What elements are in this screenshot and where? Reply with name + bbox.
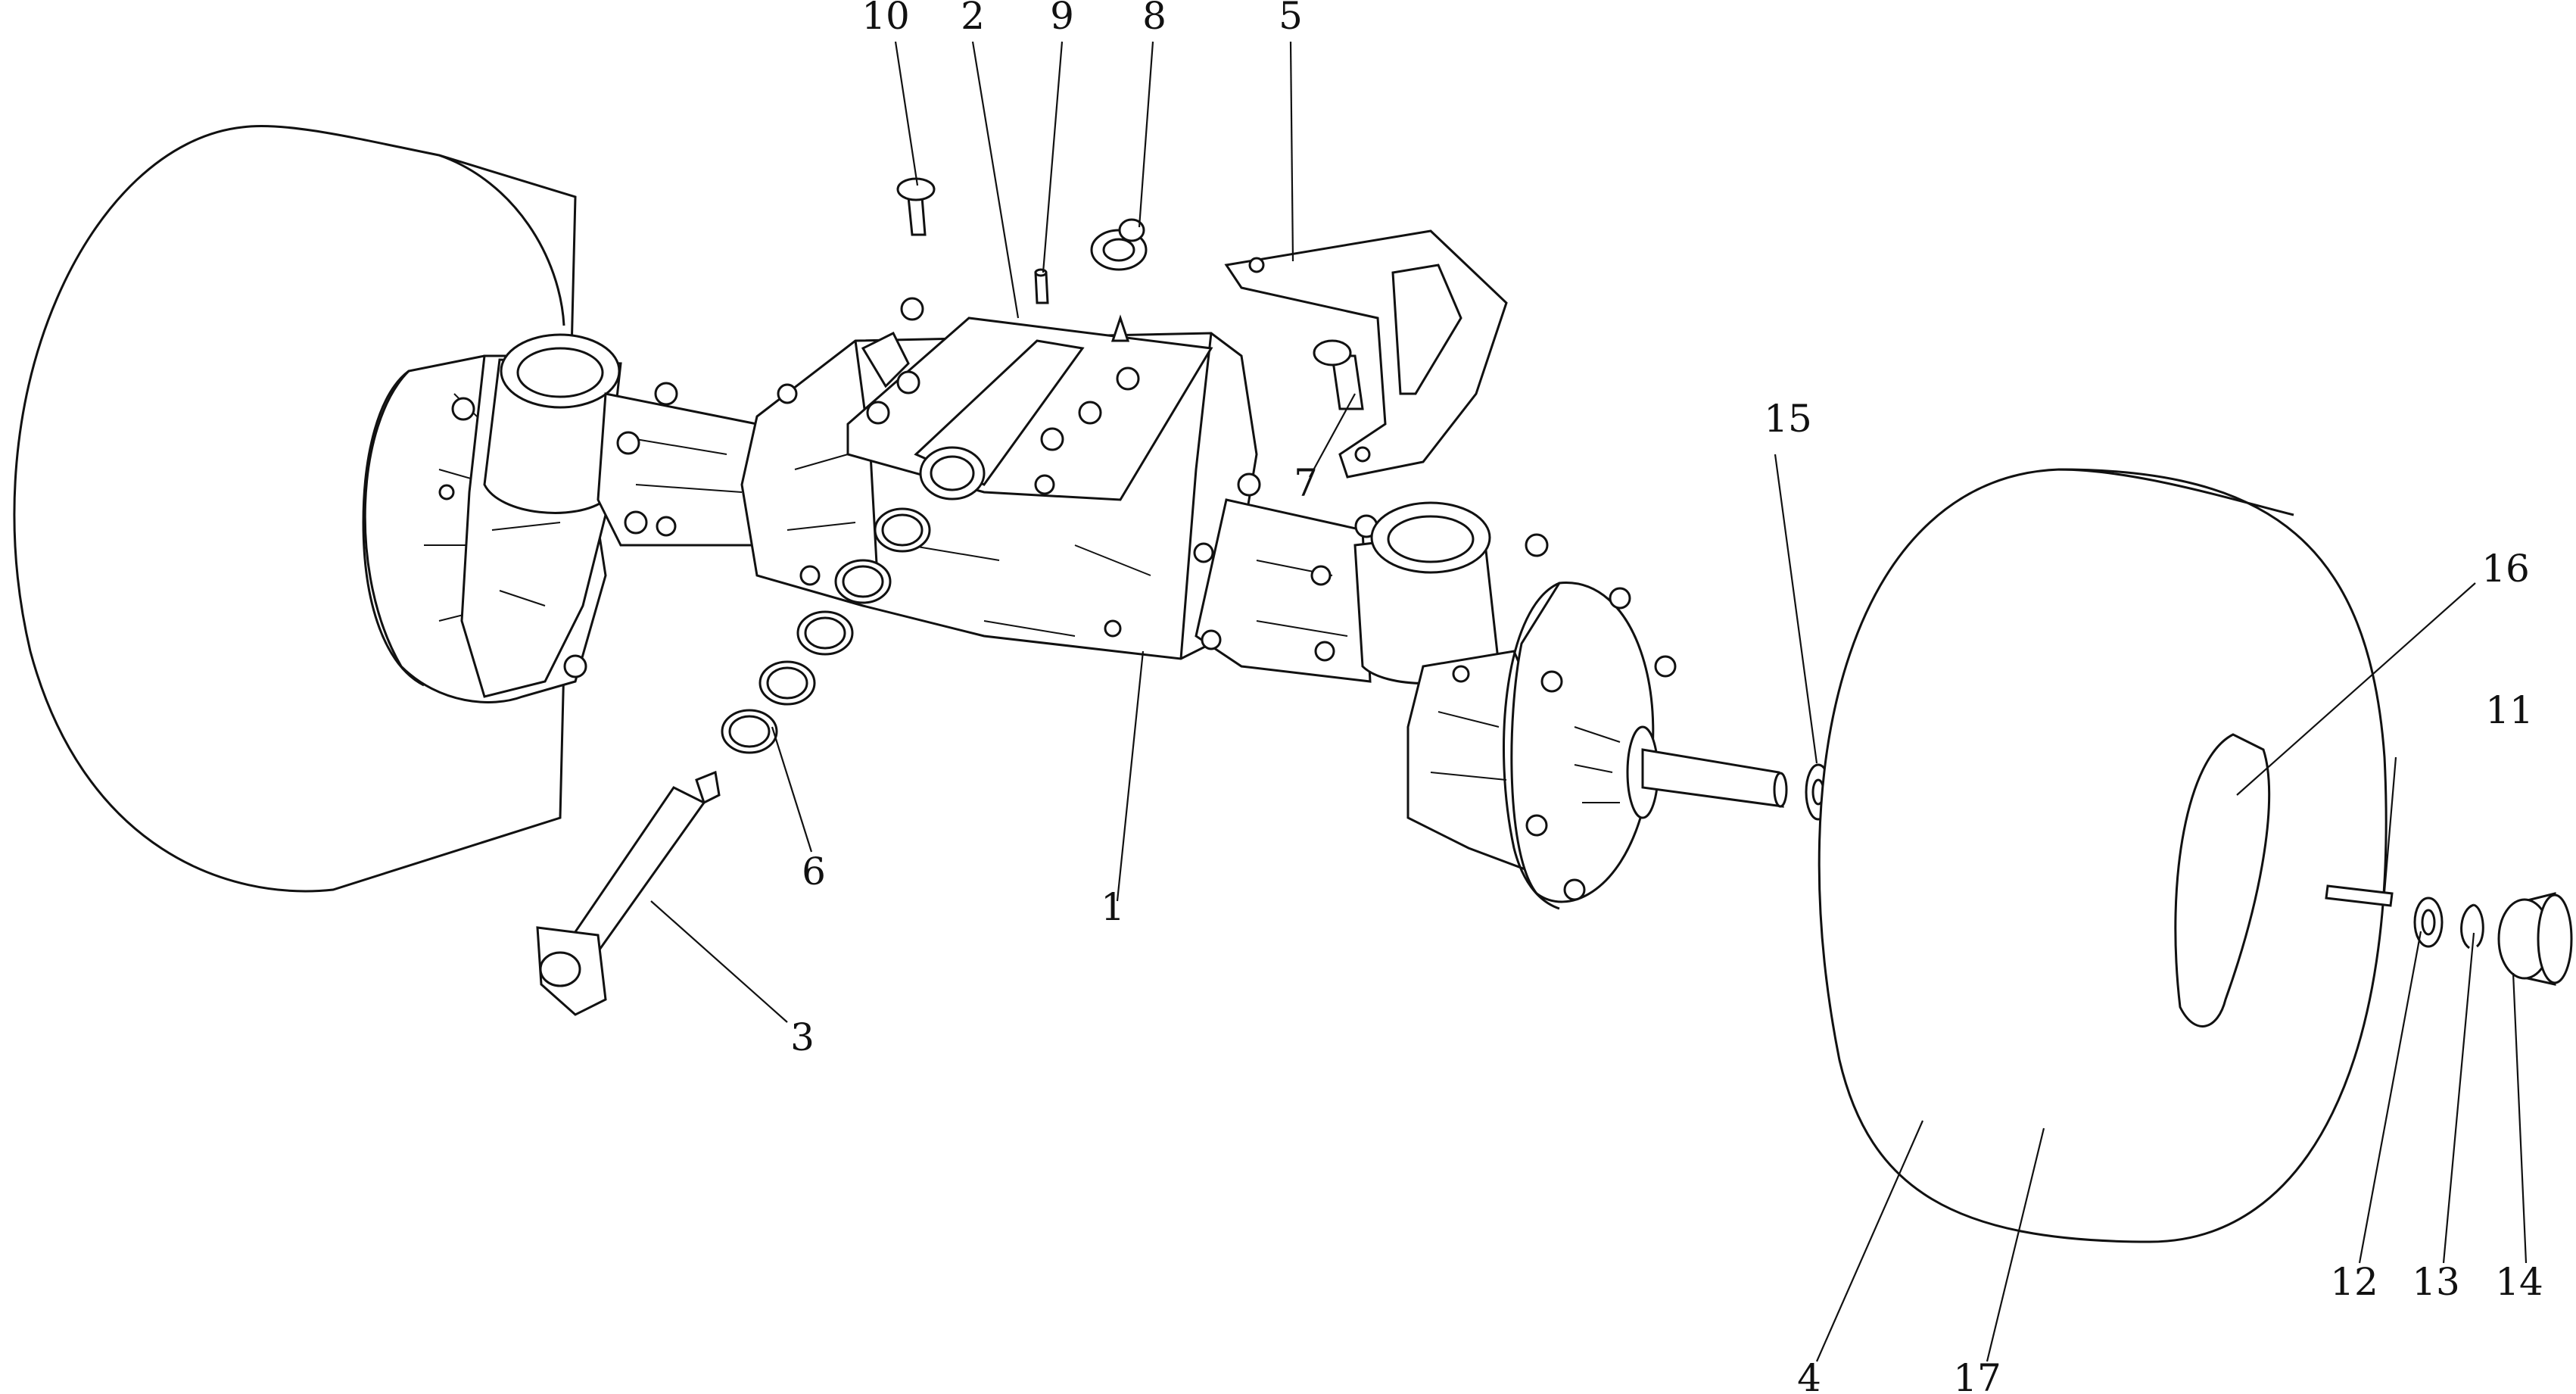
- right-axle-tube: [1193, 498, 1378, 683]
- bolt-10: [896, 177, 936, 236]
- callout-13: 13: [2412, 1260, 2460, 1304]
- callout-17: 17: [1953, 1356, 2001, 1394]
- leader-lines: [650, 41, 2528, 1362]
- bolt-7: [1313, 339, 1364, 410]
- callout-5: 5: [1279, 0, 1303, 38]
- callout-16: 16: [2481, 547, 2530, 591]
- left-kingpin-tube: [483, 333, 622, 514]
- callout-15: 15: [1764, 397, 1812, 441]
- top-cover-plate: [846, 297, 1213, 501]
- callout-9: 9: [1050, 0, 1074, 38]
- callout-labels: 1 2 3 4 5 6 7 8 9 10 11 12 13 14 15 16 1…: [790, 0, 2543, 1394]
- pivot-pin-3: [536, 770, 721, 1016]
- hub-cap-14: [2497, 892, 2573, 986]
- bushings-6: [721, 507, 931, 754]
- callout-8: 8: [1142, 0, 1167, 38]
- callout-2: 2: [961, 0, 985, 38]
- right-kingpin-tube: [1353, 501, 1500, 685]
- callout-4: 4: [1797, 1356, 1821, 1394]
- callout-11: 11: [2485, 688, 2534, 732]
- washer-12: [2413, 897, 2444, 948]
- mounting-bracket: [1224, 229, 1508, 479]
- pin-9: [1034, 268, 1049, 304]
- right-wheel: [1818, 468, 2388, 1243]
- key-11: [2325, 884, 2394, 907]
- callout-3: 3: [790, 1015, 815, 1059]
- callout-14: 14: [2495, 1260, 2543, 1304]
- retaining-ring-13: [2460, 903, 2484, 950]
- left-wheel: [13, 124, 577, 893]
- grommet-8: [1090, 218, 1148, 271]
- axle-shaft: [1641, 748, 1788, 808]
- callout-6: 6: [802, 850, 826, 893]
- right-hub-assembly: [1406, 533, 1677, 910]
- callout-12: 12: [2330, 1260, 2378, 1304]
- callout-7: 7: [1294, 461, 1318, 505]
- callout-10: 10: [861, 0, 910, 38]
- left-axle-tube: [596, 382, 766, 547]
- callout-1: 1: [1101, 885, 1125, 929]
